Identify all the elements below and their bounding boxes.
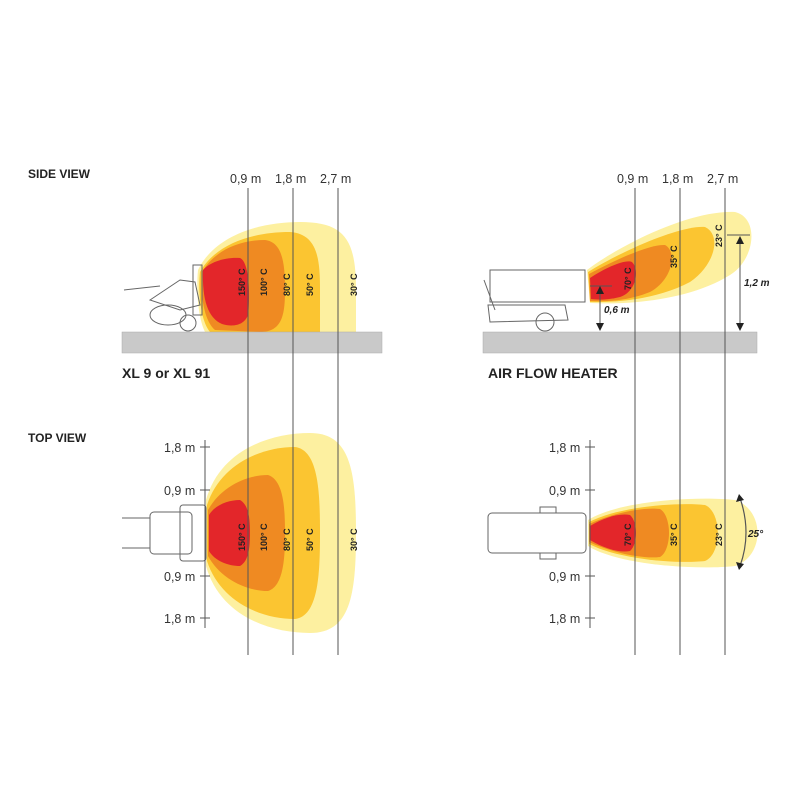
top-height-label: 1,2 m — [744, 278, 770, 289]
model-right-label: AIR FLOW HEATER — [488, 365, 618, 381]
ground-right — [482, 331, 758, 354]
distance-lines-right: 0,9 m 1,8 m 2,7 m — [617, 172, 738, 655]
lateral-labels-left: 1,8 m 0,9 m 0,9 m 1,8 m — [164, 441, 210, 626]
distance-lines-left: 0,9 m 1,8 m 2,7 m — [230, 172, 351, 655]
side-view-heading: SIDE VIEW — [28, 167, 91, 181]
svg-text:1,8 m: 1,8 m — [549, 612, 580, 626]
svg-text:0,9 m: 0,9 m — [549, 484, 580, 498]
left-top-heat-zones — [206, 433, 356, 633]
right-heater-side-icon — [483, 269, 586, 332]
model-left-label: XL 9 or XL 91 — [122, 365, 210, 381]
left-side-temp-labels: 150° C 100° C 80° C 50° C 30° C — [237, 268, 359, 296]
svg-text:35° C: 35° C — [669, 245, 679, 268]
right-side-heat-zones — [587, 211, 752, 304]
svg-text:80° C: 80° C — [282, 528, 292, 551]
left-side-heat-zones — [197, 222, 356, 332]
right-top-temp-labels: 70° C 35° C 23° C — [623, 523, 724, 546]
svg-text:1,8 m: 1,8 m — [275, 172, 306, 186]
svg-text:1,8 m: 1,8 m — [549, 441, 580, 455]
svg-text:0,9 m: 0,9 m — [230, 172, 261, 186]
svg-text:0,9 m: 0,9 m — [164, 570, 195, 584]
svg-text:100° C: 100° C — [259, 523, 269, 551]
svg-text:150° C: 150° C — [237, 523, 247, 551]
svg-text:1,8 m: 1,8 m — [662, 172, 693, 186]
svg-text:1,8 m: 1,8 m — [164, 612, 195, 626]
svg-text:70° C: 70° C — [623, 267, 633, 290]
zone-150c — [202, 257, 250, 326]
outlet-height-label: 0,6 m — [604, 305, 630, 316]
svg-text:0,9 m: 0,9 m — [164, 484, 195, 498]
angle-label: 25° — [747, 529, 764, 540]
temp-label: 30° C — [349, 273, 359, 296]
temp-label: 150° C — [237, 268, 247, 296]
left-heater-side-icon — [123, 264, 203, 332]
svg-text:30° C: 30° C — [349, 528, 359, 551]
right-side-temp-labels: 70° C 35° C 23° C — [623, 224, 724, 290]
svg-text:0,9 m: 0,9 m — [617, 172, 648, 186]
right-top-heat-zones — [588, 498, 758, 568]
spread-angle-indicator: 25° — [736, 494, 764, 570]
svg-text:23° C: 23° C — [714, 224, 724, 247]
temp-label: 100° C — [259, 268, 269, 296]
svg-text:2,7 m: 2,7 m — [320, 172, 351, 186]
ground-left — [121, 331, 383, 354]
temp-label: 50° C — [305, 273, 315, 296]
svg-text:50° C: 50° C — [305, 528, 315, 551]
height-markers: 0,6 m 1,2 m — [590, 234, 770, 331]
svg-text:2,7 m: 2,7 m — [707, 172, 738, 186]
svg-text:0,9 m: 0,9 m — [549, 570, 580, 584]
lateral-labels-right: 1,8 m 0,9 m 0,9 m 1,8 m — [549, 441, 595, 626]
top-view-heading: TOP VIEW — [28, 431, 87, 445]
svg-text:35° C: 35° C — [669, 523, 679, 546]
left-heater-top-icon — [122, 504, 207, 562]
svg-text:1,8 m: 1,8 m — [164, 441, 195, 455]
svg-text:23° C: 23° C — [714, 523, 724, 546]
svg-text:70° C: 70° C — [623, 523, 633, 546]
left-top-temp-labels: 150° C 100° C 80° C 50° C 30° C — [237, 523, 359, 551]
temp-label: 80° C — [282, 273, 292, 296]
right-heater-top-icon — [487, 506, 587, 560]
